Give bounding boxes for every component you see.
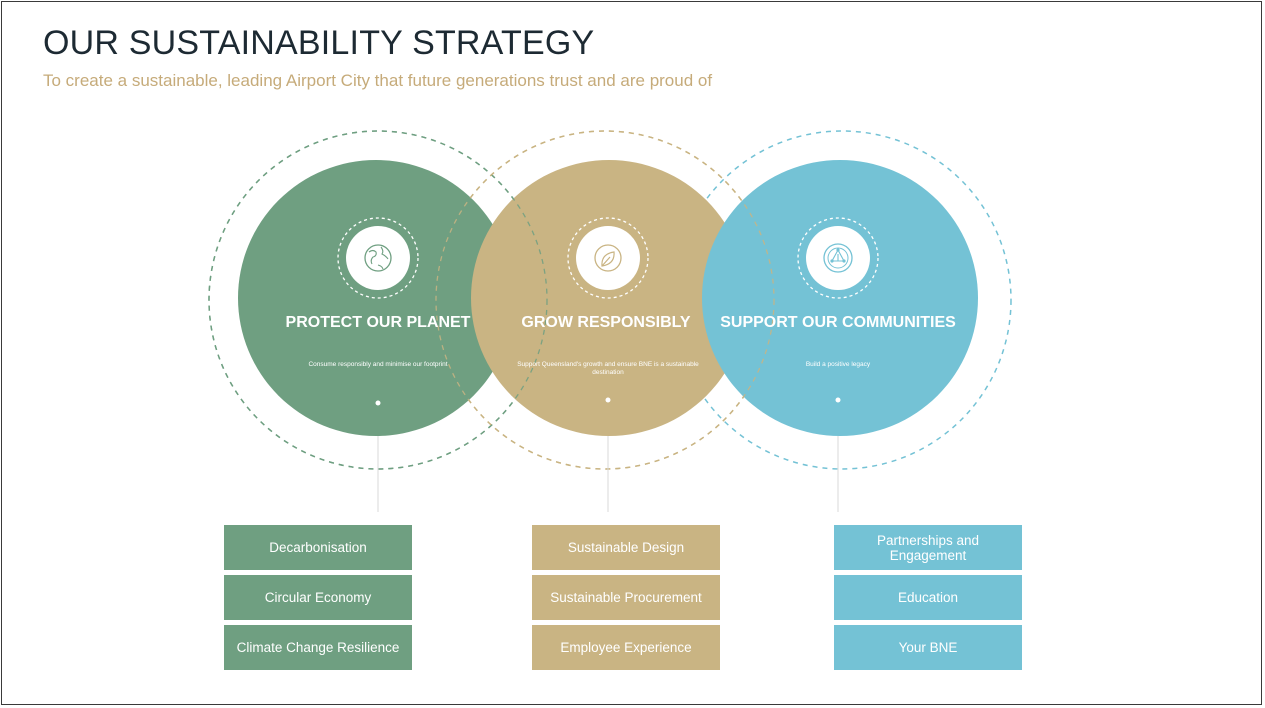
leaf-icon [567, 217, 649, 299]
grow-anchor-dot [605, 397, 611, 403]
planet-anchor-dot [375, 400, 381, 406]
focus-employee-experience: Employee Experience [532, 625, 720, 670]
focus-sustainable-procurement: Sustainable Procurement [532, 575, 720, 620]
page-subtitle: To create a sustainable, leading Airport… [43, 71, 713, 90]
community-icon [797, 217, 879, 299]
grow-outer-ring-front [435, 130, 775, 470]
grow-title: GROW RESPONSIBLY [521, 314, 691, 331]
planet-description: Consume responsibly and minimise our foo… [308, 361, 448, 368]
community-description: Build a positive legacy [805, 361, 871, 368]
globe-icon [337, 217, 419, 299]
planet-title: PROTECT OUR PLANET [285, 314, 471, 331]
focus-your-bne: Your BNE [834, 625, 1022, 670]
page-title: OUR SUSTAINABILITY STRATEGY [43, 24, 595, 62]
planet-circle [238, 160, 514, 436]
focus-partnerships-engagement: Partnerships and Engagement [834, 525, 1022, 570]
focus-decarbonisation: Decarbonisation [224, 525, 412, 570]
focus-circular-economy: Circular Economy [224, 575, 412, 620]
focus-sustainable-design: Sustainable Design [532, 525, 720, 570]
community-title: SUPPORT OUR COMMUNITIES [720, 314, 956, 331]
grow-description: Support Queensland's growth and ensure B… [517, 361, 699, 376]
focus-climate-change-resilience: Climate Change Resilience [224, 625, 412, 670]
planet-outer-ring-front [208, 130, 548, 470]
focus-education: Education [834, 575, 1022, 620]
community-anchor-dot [835, 397, 841, 403]
